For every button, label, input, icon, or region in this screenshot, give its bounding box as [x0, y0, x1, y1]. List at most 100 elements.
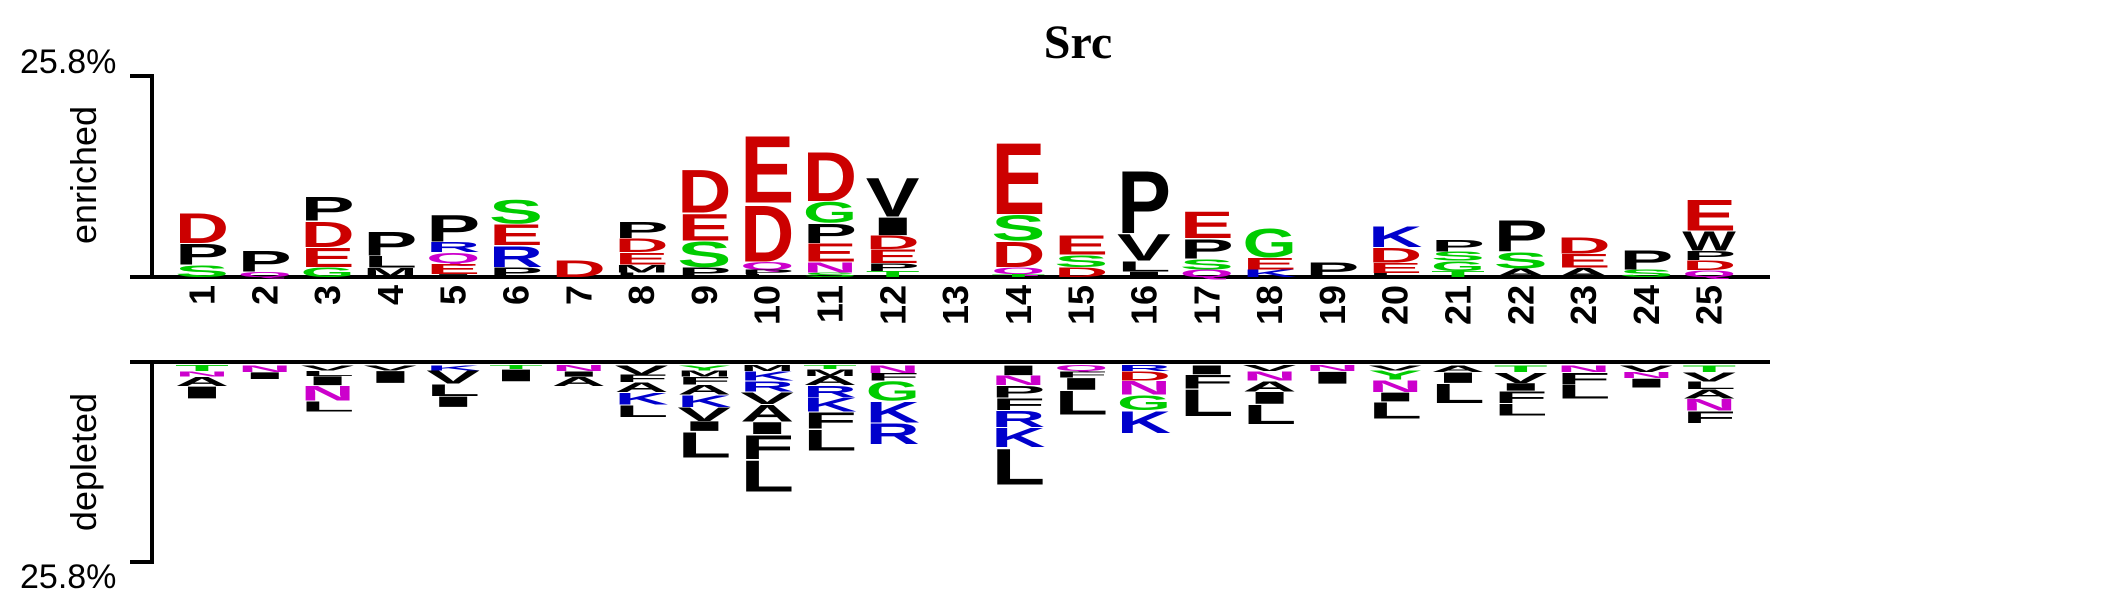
enriched-glyph-D: D: [175, 204, 229, 252]
depleted-glyph-I: I: [677, 418, 731, 433]
depleted-glyph-K: K: [740, 369, 794, 383]
depleted-glyph-M: M: [803, 367, 857, 378]
enriched-glyph-E: E: [301, 242, 355, 273]
y-label-depleted: depleted: [63, 393, 104, 531]
enriched-glyph-G: G: [301, 265, 355, 280]
enriched-glyph-W: W: [1682, 227, 1737, 257]
enriched-glyph-D: D: [1368, 243, 1422, 267]
tick-label-22: 22: [1500, 285, 1541, 325]
depleted-glyph-K: K: [426, 364, 480, 372]
enriched-glyph-N: N: [803, 259, 857, 276]
depleted-glyph-L: L: [1682, 380, 1736, 392]
depleted-glyph-L: L: [677, 425, 731, 465]
enriched-glyph-G: G: [803, 197, 857, 230]
enriched-glyph-P: P: [426, 207, 480, 249]
tick-label-3: 3: [307, 285, 348, 305]
enriched-glyph-L: L: [740, 273, 794, 278]
enriched-glyph-Q: Q: [1682, 269, 1736, 280]
depleted-glyph-N: N: [866, 363, 920, 375]
depleted-glyph-I: I: [1368, 390, 1422, 404]
enriched-glyph-P: P: [301, 190, 355, 228]
depleted-glyph-F: F: [677, 375, 731, 387]
depleted-glyph-K: K: [866, 396, 920, 429]
depleted-glyph-A: A: [803, 374, 857, 388]
enriched-glyph-E: E: [677, 207, 731, 249]
tick-label-20: 20: [1375, 285, 1416, 325]
enriched-glyph-L: L: [363, 252, 417, 271]
tick-label-23: 23: [1563, 285, 1604, 325]
depleted-glyph-V: V: [1243, 364, 1297, 374]
depleted-glyph-L: L: [301, 369, 355, 377]
depleted-glyph-A: A: [677, 382, 731, 397]
enriched-glyph-P: P: [1117, 153, 1171, 253]
tick-label-21: 21: [1438, 285, 1479, 325]
tick-label-7: 7: [558, 285, 599, 305]
enriched-glyph-L: L: [1368, 272, 1422, 278]
enriched-glyph-E: E: [1682, 190, 1736, 240]
enriched-glyph-E: E: [1180, 204, 1234, 246]
depleted-glyph-I: I: [1054, 375, 1108, 394]
depleted-glyph-F: F: [1494, 388, 1548, 407]
enriched-glyph-E: E: [615, 249, 669, 268]
enriched-glyph-P: P: [1305, 258, 1359, 282]
enriched-glyph-P: P: [363, 225, 417, 263]
depleted-glyph-L: L: [1180, 382, 1234, 425]
enriched-glyph-V: V: [1117, 227, 1171, 269]
depleted-glyph-V: V: [363, 364, 417, 372]
depleted-glyph-N: N: [1368, 377, 1422, 396]
depleted-glyph-I: I: [740, 419, 794, 438]
depleted-glyph-L: L: [1054, 384, 1108, 422]
depleted-glyph-N: N: [1243, 369, 1297, 383]
depleted-glyph-R: R: [866, 417, 920, 450]
depleted-glyph-L: L: [1557, 381, 1611, 403]
tick-label-16: 16: [1124, 285, 1165, 325]
enriched-glyph-D: D: [740, 190, 794, 279]
depleted-glyph-A: A: [740, 400, 794, 427]
y-max-label-top: 25.8%: [20, 43, 116, 81]
depleted-glyph-N: N: [1557, 364, 1611, 375]
depleted-glyph-R: R: [991, 406, 1045, 432]
depleted-glyph-L: L: [615, 402, 669, 421]
depleted-glyph-I: I: [1180, 363, 1234, 377]
enriched-glyph-P: P: [803, 218, 857, 249]
enriched-glyph-P: P: [489, 265, 543, 280]
depleted-glyph-G: G: [866, 376, 920, 407]
enriched-glyph-G: G: [1243, 221, 1297, 266]
depleted-glyph-K: K: [803, 394, 857, 415]
tick-label-10: 10: [747, 285, 788, 325]
depleted-glyph-K: K: [1117, 405, 1171, 441]
depleted-glyph-I: I: [1494, 381, 1548, 393]
tick-label-6: 6: [496, 285, 537, 305]
enriched-glyph-P: P: [1494, 211, 1548, 261]
depleted-glyph-Y: Y: [677, 364, 731, 372]
enriched-glyph-P: P: [1619, 244, 1673, 275]
enriched-glyph-T: T: [866, 269, 920, 278]
tick-label-8: 8: [621, 285, 662, 305]
depleted-glyph-I: I: [1619, 376, 1673, 390]
enriched-glyph-S: S: [803, 271, 857, 278]
enriched-glyph-D: D: [301, 215, 355, 255]
depleted-glyph-Q: Q: [1054, 364, 1108, 373]
enriched-glyph-D: D: [615, 235, 669, 256]
enriched-glyph-K: K: [1368, 220, 1422, 253]
depleted-glyph-A: A: [615, 380, 669, 395]
depleted-glyph-N: N: [1305, 364, 1359, 373]
depleted-glyph-L: L: [1494, 400, 1548, 419]
depleted-glyph-N: N: [1117, 377, 1171, 398]
depleted-glyph-N: N: [1619, 371, 1673, 380]
enriched-glyph-S: S: [677, 235, 731, 275]
enriched-glyph-L: L: [1117, 258, 1171, 274]
depleted-glyph-P: P: [991, 382, 1045, 401]
enriched-glyph-D: D: [677, 157, 731, 226]
depleted-glyph-Y: Y: [1368, 369, 1422, 383]
depleted-glyph-T: T: [175, 364, 229, 373]
depleted-glyph-L: L: [1368, 397, 1422, 423]
depleted-glyph-V: V: [426, 368, 480, 388]
enriched-glyph-A: A: [1557, 266, 1611, 280]
depleted-glyph-V: V: [1368, 364, 1422, 372]
depleted-glyph-A: A: [175, 375, 229, 389]
enriched-glyph-R: R: [426, 239, 480, 256]
